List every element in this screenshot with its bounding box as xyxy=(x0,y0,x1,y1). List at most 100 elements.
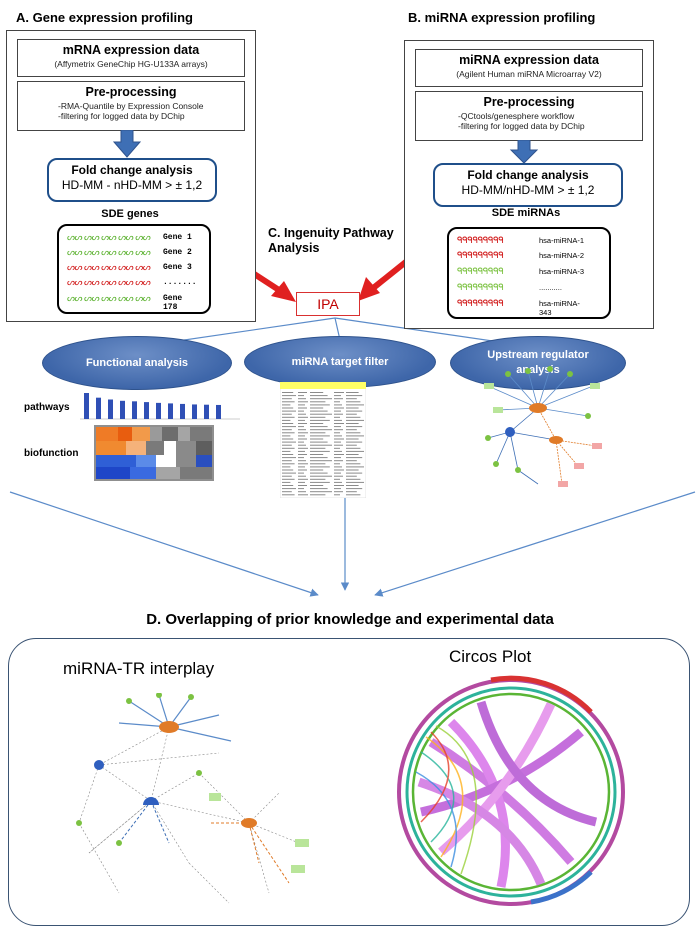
table-cell-line xyxy=(334,466,342,468)
mrna-pre-line-2: -filtering for logged data by DChip xyxy=(58,111,185,121)
mirna-row: ᑫᑫᑫᑫᑫᑫᑫᑫᑫ hsa-miRNA-2 xyxy=(457,250,587,262)
table-cell-line xyxy=(282,398,292,400)
table-cell-line xyxy=(282,413,292,415)
mrna-fold-change-box: Fold change analysis HD-MM - nHD-MM > ± … xyxy=(47,158,217,202)
table-cell-line xyxy=(310,432,326,434)
pathway-bar xyxy=(120,400,125,419)
table-cell-line xyxy=(310,398,332,400)
table-cell-line xyxy=(310,435,330,437)
table-cell-line xyxy=(282,426,296,428)
table-cell-line xyxy=(334,407,344,409)
table-cell-line xyxy=(334,426,341,428)
upstream-network-thumbnail xyxy=(484,366,602,487)
biofunction-heatmap xyxy=(94,425,214,481)
table-cell-line xyxy=(282,466,291,468)
table-cell-line xyxy=(298,426,304,428)
table-cell-line xyxy=(282,423,294,424)
table-cell-line xyxy=(346,429,357,431)
table-cell-line xyxy=(282,392,294,393)
section-a-panel: mRNA expression data (Affymetrix GeneChi… xyxy=(6,30,256,322)
table-cell-line xyxy=(310,416,326,418)
table-cell-line xyxy=(282,395,296,397)
table-cell-line xyxy=(298,469,307,471)
pathways-label: pathways xyxy=(24,402,70,413)
table-cell-line xyxy=(334,398,343,400)
table-cell-line xyxy=(282,478,295,480)
table-cell-line xyxy=(334,450,342,452)
table-cell-line xyxy=(346,450,364,452)
section-a-title: A. Gene expression profiling xyxy=(16,10,193,25)
table-cell-line xyxy=(282,463,295,465)
pathway-bars xyxy=(84,393,221,419)
table-cell-line xyxy=(334,401,340,403)
mirna-target-filter-ellipse: miRNA target filter xyxy=(244,336,436,388)
circos-plot-title: Circos Plot xyxy=(449,647,532,666)
table-cell-line xyxy=(310,419,330,421)
sde-mirnas-list: ᑫᑫᑫᑫᑫᑫᑫᑫᑫ hsa-miRNA-1 ᑫᑫᑫᑫᑫᑫᑫᑫᑫ hsa-miRN… xyxy=(447,227,611,319)
mrna-data-box: mRNA expression data (Affymetrix GeneChi… xyxy=(17,39,245,77)
table-cell-line xyxy=(282,407,294,409)
table-cell-line xyxy=(334,444,343,446)
table-cell-line xyxy=(310,401,326,403)
table-cell-line xyxy=(298,450,305,452)
mirna-fold-change-box: Fold change analysis HD-MM/nHD-MM > ± 1,… xyxy=(433,163,623,207)
table-cell-line xyxy=(310,423,324,424)
table-cell-line xyxy=(346,460,357,462)
table-cell-line xyxy=(298,478,308,480)
table-cell-line xyxy=(310,488,328,490)
table-cell-line xyxy=(282,416,295,418)
mirna-row: ᑫᑫᑫᑫᑫᑫᑫᑫᑫ ........... xyxy=(457,282,587,294)
pathway-bar xyxy=(216,404,221,419)
table-cell-line xyxy=(346,447,361,449)
table-cell-line xyxy=(346,491,357,493)
down-arrow-icon xyxy=(509,140,539,164)
table-cell-line xyxy=(310,485,324,486)
table-cell-line xyxy=(310,413,332,415)
table-cell-line xyxy=(346,485,359,486)
gene-expression-glyph-icon: ᔕᔕ ᔕᔕ ᔕᔕ ᔕᔕ ᔕᔕ xyxy=(67,262,151,272)
table-cell-line xyxy=(346,475,357,477)
table-cell-line xyxy=(346,419,364,421)
mirna-data-sub: (Agilent Human miRNA Microarray V2) xyxy=(456,69,602,79)
table-cell-line xyxy=(310,438,324,440)
table-cell-line xyxy=(346,426,363,428)
table-cell-line xyxy=(282,441,296,443)
section-d-title: D. Overlapping of prior knowledge and ex… xyxy=(146,611,554,628)
table-cell-line xyxy=(334,494,340,496)
mrna-data-sub: (Affymetrix GeneChip HG-U133A arrays) xyxy=(54,59,208,69)
table-cell-line xyxy=(334,395,341,397)
functional-to-d-arrow xyxy=(9,491,319,597)
mirna-hairpin-glyph-icon: ᑫᑫᑫᑫᑫᑫᑫᑫᑫ xyxy=(457,282,504,292)
table-cell-line xyxy=(310,481,330,483)
table-cell-line xyxy=(310,491,332,493)
table-cell-line xyxy=(346,444,357,446)
network-node xyxy=(94,760,104,770)
table-cell-line xyxy=(282,419,291,421)
gene-label: Gene 3 xyxy=(163,263,192,272)
table-cell-line xyxy=(298,410,304,412)
table-cell-line xyxy=(334,404,342,406)
table-cell-line xyxy=(346,423,359,424)
mirna-hairpin-glyph-icon: ᑫᑫᑫᑫᑫᑫᑫᑫᑫ xyxy=(457,235,504,245)
sde-genes-list: ᔕᔕ ᔕᔕ ᔕᔕ ᔕᔕ ᔕᔕ Gene 1 ᔕᔕ ᔕᔕ ᔕᔕ ᔕᔕ ᔕᔕ Gen… xyxy=(57,224,211,314)
table-cell-line xyxy=(282,450,291,452)
table-cell-line xyxy=(334,441,341,443)
table-cell-line xyxy=(298,488,304,490)
table-cell-line xyxy=(298,494,308,496)
gene-expression-glyph-icon: ᔕᔕ ᔕᔕ ᔕᔕ ᔕᔕ ᔕᔕ xyxy=(67,293,151,303)
sde-genes-title: SDE genes xyxy=(101,208,159,220)
pathway-bar xyxy=(84,393,89,419)
table-cell-line xyxy=(310,478,326,480)
table-cell-line xyxy=(346,395,363,397)
section-b-panel: miRNA expression data (Agilent Human miR… xyxy=(404,40,654,329)
table-cell-line xyxy=(298,398,306,400)
table-cell-line xyxy=(346,410,363,412)
table-cell-line xyxy=(310,469,324,471)
mirna-pre-line-2: -filtering for logged data by DChip xyxy=(458,121,585,131)
table-cell-line xyxy=(346,413,357,415)
mirna-row: ᑫᑫᑫᑫᑫᑫᑫᑫᑫ hsa-miRNA-343 xyxy=(457,298,587,317)
table-cell-line xyxy=(310,441,328,443)
table-cell-line xyxy=(298,392,307,393)
table-cell-line xyxy=(334,454,344,455)
circos-plot xyxy=(397,675,625,906)
